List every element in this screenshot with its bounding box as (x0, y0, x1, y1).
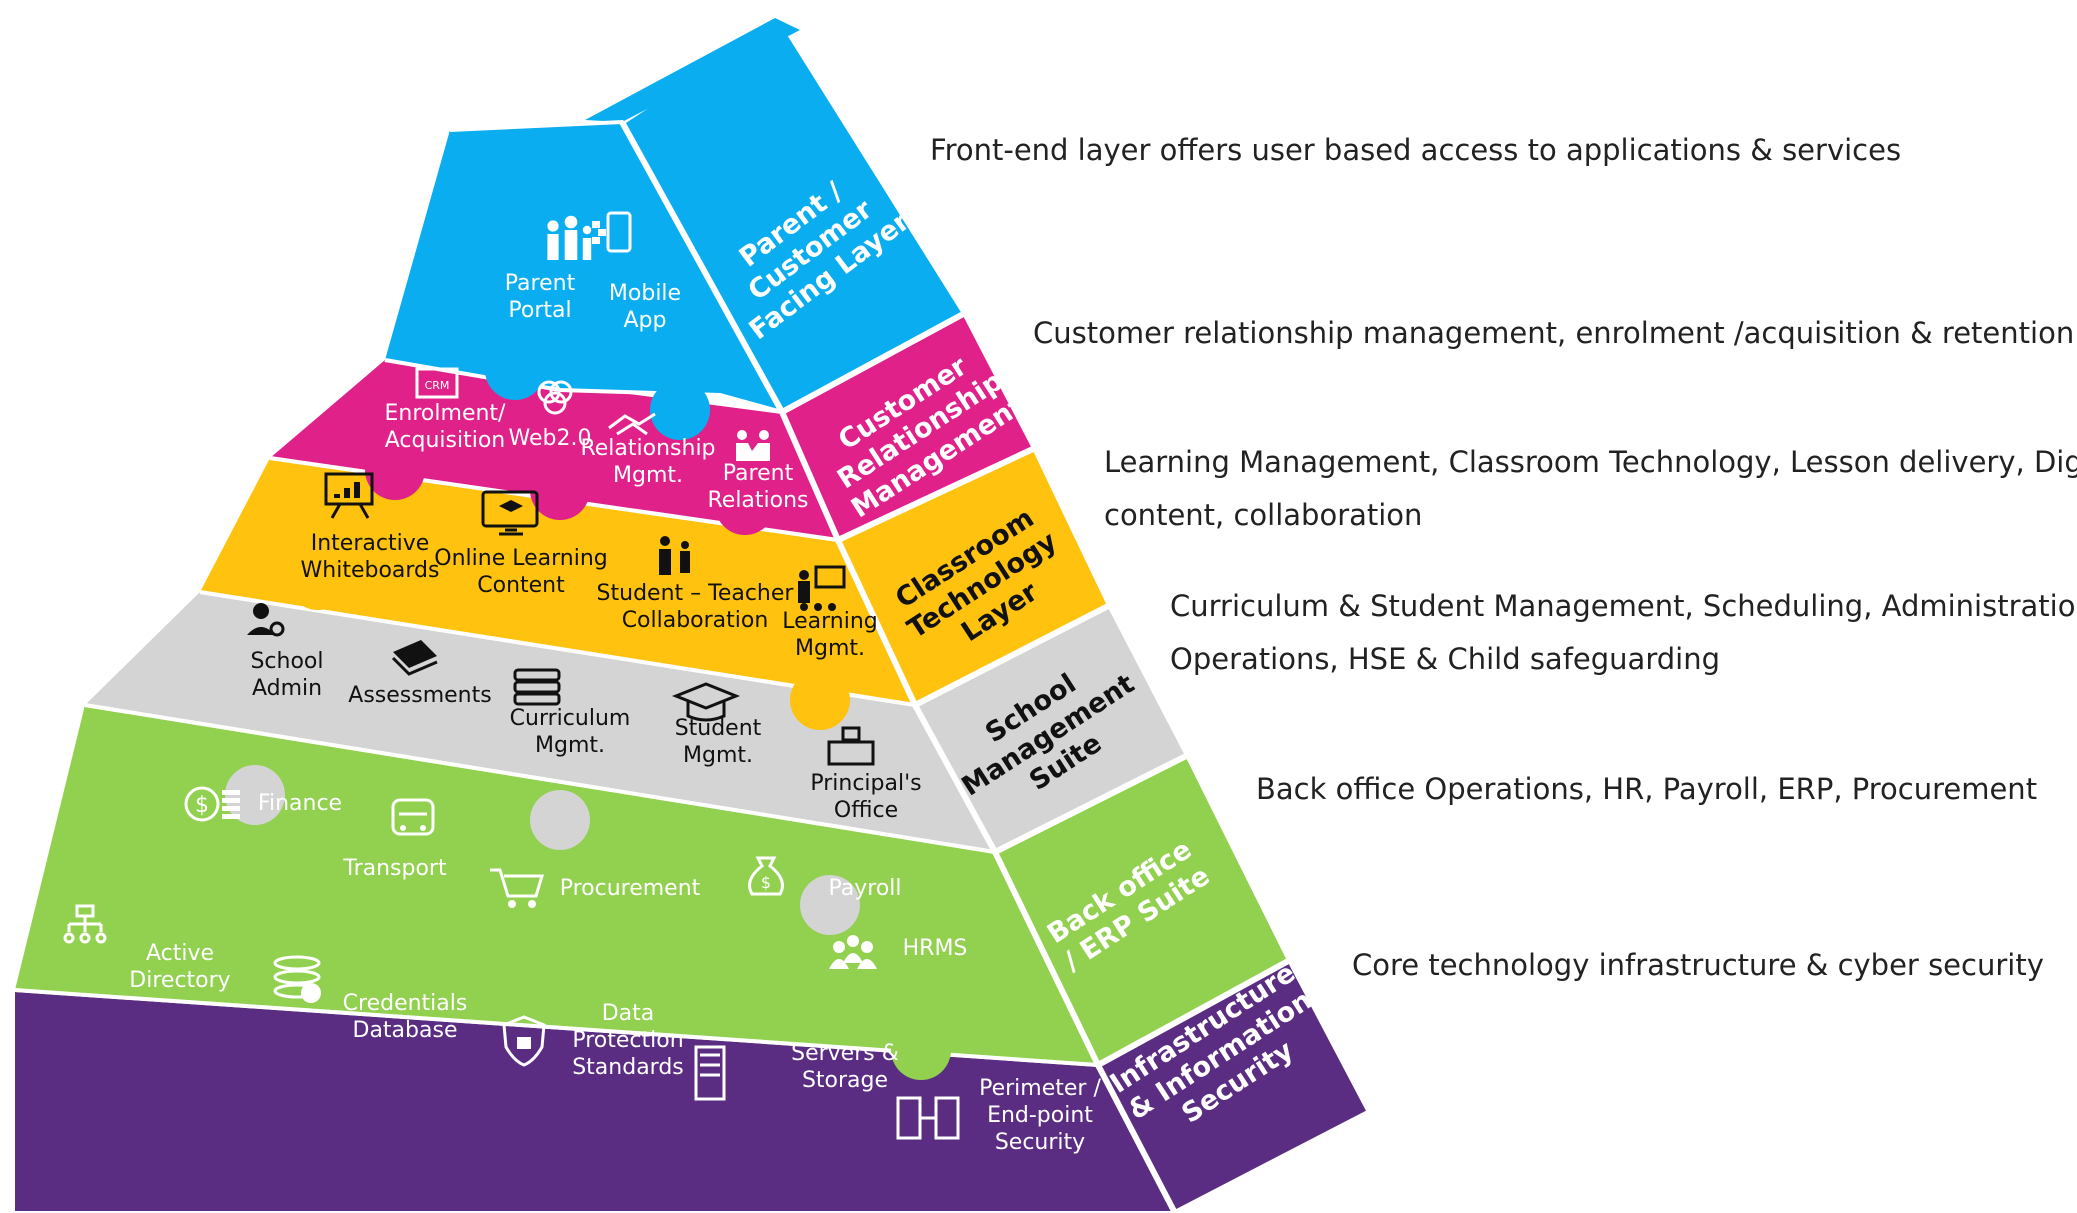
description-line: Learning Management, Classroom Technolog… (1104, 445, 2077, 479)
whiteboard-chart-icon (324, 472, 374, 519)
puzzle-tab (715, 475, 775, 535)
puzzle-tab (891, 1020, 951, 1080)
puzzle-tab (365, 440, 425, 500)
puzzle-tab (650, 380, 710, 440)
office-desk-icon (827, 726, 875, 766)
layer-backoffice-item-2: Procurement (560, 876, 701, 901)
puzzle-tab (555, 578, 615, 638)
coins-dollar-icon: $ (184, 786, 240, 822)
description-line: Operations, HSE & Child safeguarding (1170, 642, 1720, 676)
puzzle-tab (530, 460, 590, 520)
layer-top (384, 13, 970, 440)
description-line: Curriculum & Student Management, Schedul… (1170, 589, 2077, 623)
puzzle-tab (530, 790, 590, 850)
money-bag-icon: $ (748, 856, 784, 896)
stacked-books-icon (513, 668, 561, 706)
shield-lock-icon (502, 1015, 546, 1067)
layer-school-item-1: Assessments (348, 683, 491, 708)
svg-text:CRM: CRM (425, 379, 450, 392)
layer-top-description: Front-end layer offers user based access… (930, 124, 1901, 177)
student-teacher-icon (659, 536, 690, 575)
layer-backoffice-item-4: HRMS (903, 936, 968, 961)
shopping-cart-icon (490, 868, 545, 908)
puzzle-tab (485, 340, 545, 400)
monitor-graduation-icon (481, 490, 539, 536)
layer-infra-front-face (15, 990, 1175, 1213)
firewall-icon (896, 1096, 960, 1140)
teacher-class-icon (798, 565, 846, 611)
layer-infra (14, 955, 1375, 1213)
puzzle-tab (790, 670, 850, 730)
parent-relations-icon (736, 430, 770, 461)
layer-top-cap (585, 18, 800, 122)
puzzle-tab (169, 870, 229, 930)
layer-crm-description: Customer relationship management, enrolm… (1033, 307, 2074, 360)
database-icon (273, 955, 321, 1003)
layer-classroom-description: Learning Management, Classroom Technolog… (1104, 436, 2077, 542)
description-line: Customer relationship management, enrolm… (1033, 316, 2075, 350)
mobile-app-icon (592, 211, 632, 253)
handshake-icon (608, 412, 656, 436)
graduation-cap-icon (671, 682, 741, 722)
books-stack-icon (391, 640, 438, 676)
layer-classroom-front-face (200, 458, 915, 705)
layer-school (84, 590, 1193, 935)
layer-classroom (199, 444, 1114, 730)
people-group-icon (829, 935, 877, 969)
layer-infra-description: Core technology infrastructure & cyber s… (1352, 939, 2044, 992)
puzzle-tab (288, 550, 348, 610)
description-line: Front-end layer offers user based access… (930, 133, 1902, 167)
server-icon (694, 1045, 726, 1101)
layer-crm-item-1: Web2.0 (509, 426, 592, 451)
layer-school-front-face (85, 592, 995, 852)
layer-school-description: Curriculum & Student Management, Schedul… (1170, 580, 2077, 686)
layer-top-front-face (385, 122, 782, 412)
layer-backoffice-description: Back office Operations, HR, Payroll, ERP… (1256, 763, 2037, 816)
puzzle-tab (800, 875, 860, 935)
layer-backoffice-front-face (15, 705, 1098, 1065)
layer-crm-item-0: Enrolment/Acquisition (385, 401, 507, 453)
description-line: Core technology infrastructure & cyber s… (1352, 948, 2044, 982)
directory-tree-icon (63, 904, 107, 944)
web2-circles-icon (537, 380, 573, 415)
layer-backoffice-item-3: Payroll (828, 876, 901, 901)
layer-infra-item-3: Servers &Storage (791, 1041, 899, 1093)
svg-text:$: $ (761, 873, 771, 892)
layer-backoffice-item-0: Finance (258, 791, 342, 816)
admin-user-gear-icon (247, 603, 285, 637)
svg-text:$: $ (195, 793, 209, 818)
layer-backoffice-item-1: Transport (342, 856, 447, 881)
puzzle-tab (530, 960, 590, 1020)
crm-icon: CRM (415, 367, 459, 399)
bus-icon (391, 798, 435, 836)
description-line: Back office Operations, HR, Payroll, ERP… (1256, 772, 2038, 806)
description-line: content, collaboration (1104, 498, 1423, 532)
family-icon (547, 215, 592, 260)
layer-backoffice (14, 703, 1294, 1080)
